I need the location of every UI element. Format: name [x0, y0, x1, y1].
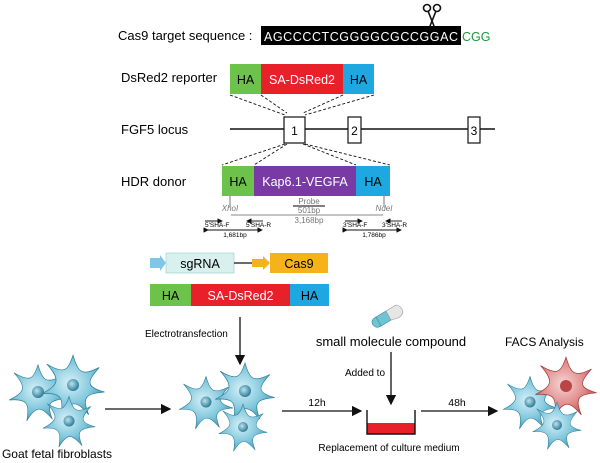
reporter-cassette-label: SA-DsRed2	[269, 73, 335, 87]
primer-5sha-r: 5'SHA-R	[246, 222, 271, 229]
target-sequence-text: AGCCCCTCGGGGCGCCGGAC	[264, 30, 458, 44]
right-primers: 3'SHA-F 3'SHA-R 1,786bp	[342, 218, 407, 239]
time-48h: 48h	[448, 397, 466, 409]
donor-right-arm	[356, 166, 390, 196]
pam-sequence-text: CGG	[462, 30, 490, 44]
cas9-target-label: Cas9 target sequence :	[118, 28, 252, 43]
target-sequence-box	[261, 26, 461, 45]
locus-label: FGF5 locus	[121, 122, 189, 137]
plasmid-cassette	[191, 284, 290, 306]
donor-label: HDR donor	[121, 174, 187, 189]
promoter-arrow-1	[150, 255, 166, 271]
exon-1-label: 1	[291, 124, 298, 138]
added-to-label: Added to	[345, 368, 385, 379]
sgrna-label: sgRNA	[180, 257, 220, 271]
plasmid-left-arm	[150, 284, 191, 306]
plasmid-left-arm-label: HA	[162, 289, 180, 303]
donor-cassette	[254, 166, 356, 196]
reporter-label: DsRed2 reporter	[121, 70, 218, 85]
compound-label: small molecule compound	[316, 334, 466, 349]
primer-3sha-r: 3'SHA-R	[382, 222, 407, 229]
exon-1	[283, 116, 306, 144]
plasmid-right-arm-label: HA	[301, 289, 319, 303]
left-product-length: 1,681bp	[223, 232, 247, 239]
electrotransfection-label: Electrotransfection	[145, 329, 228, 340]
donor-cassette-label: Kap6.1-VEGFA	[262, 175, 348, 189]
reporter-right-arm	[343, 64, 374, 94]
right-product-length: 1,786bp	[362, 232, 386, 239]
cas9-box	[270, 253, 328, 273]
primer-5sha-f: 5'SHA-F	[205, 222, 229, 229]
cells-label: Goat fetal fibroblasts	[2, 447, 112, 461]
donor-left-arm-label: HA	[229, 175, 247, 189]
fibroblast-cluster-facs	[502, 356, 598, 450]
reporter-left-arm-label: HA	[237, 73, 255, 87]
donor-connector-lines	[221, 143, 391, 166]
capsule-icon	[371, 304, 404, 328]
probe-length: 501bp	[298, 206, 321, 215]
plasmid-right-arm	[290, 284, 329, 306]
probe-label: Probe	[298, 197, 320, 206]
cas9-label: Cas9	[284, 257, 313, 271]
left-primers: 5'SHA-F 5'SHA-R 1,681bp	[203, 218, 271, 239]
exon-3-label: 3	[471, 124, 478, 138]
donor-right-arm-label: HA	[364, 175, 382, 189]
fibroblast-cluster-transfected	[178, 362, 276, 452]
reporter-cassette	[261, 64, 343, 94]
reporter-left-arm	[230, 64, 261, 94]
plasmid-cassette-label: SA-DsRed2	[208, 289, 274, 303]
promoter-arrow-2	[252, 256, 270, 270]
xhoi-site: XhoI	[221, 204, 239, 213]
sgrna-cas9-construct: sgRNA Cas9	[150, 252, 328, 274]
ndei-site: NdeI	[376, 204, 394, 213]
exon-2	[347, 116, 362, 144]
scissors-icon	[422, 3, 442, 27]
medium-label: Replacement of culture medium	[318, 443, 459, 454]
fibroblast-cluster-initial	[8, 354, 105, 448]
reporter-connector-lines	[229, 94, 375, 116]
time-12h: 12h	[308, 397, 326, 409]
primer-3sha-f: 3'SHA-F	[343, 222, 367, 229]
reporter-right-arm-label: HA	[350, 73, 368, 87]
fragment-length: 3,168bp	[295, 216, 324, 225]
culture-dish-icon	[366, 410, 416, 435]
facs-label: FACS Analysis	[505, 335, 584, 349]
exon-2-label: 2	[351, 124, 358, 138]
exon-3	[467, 116, 481, 144]
donor-left-arm	[222, 166, 254, 196]
